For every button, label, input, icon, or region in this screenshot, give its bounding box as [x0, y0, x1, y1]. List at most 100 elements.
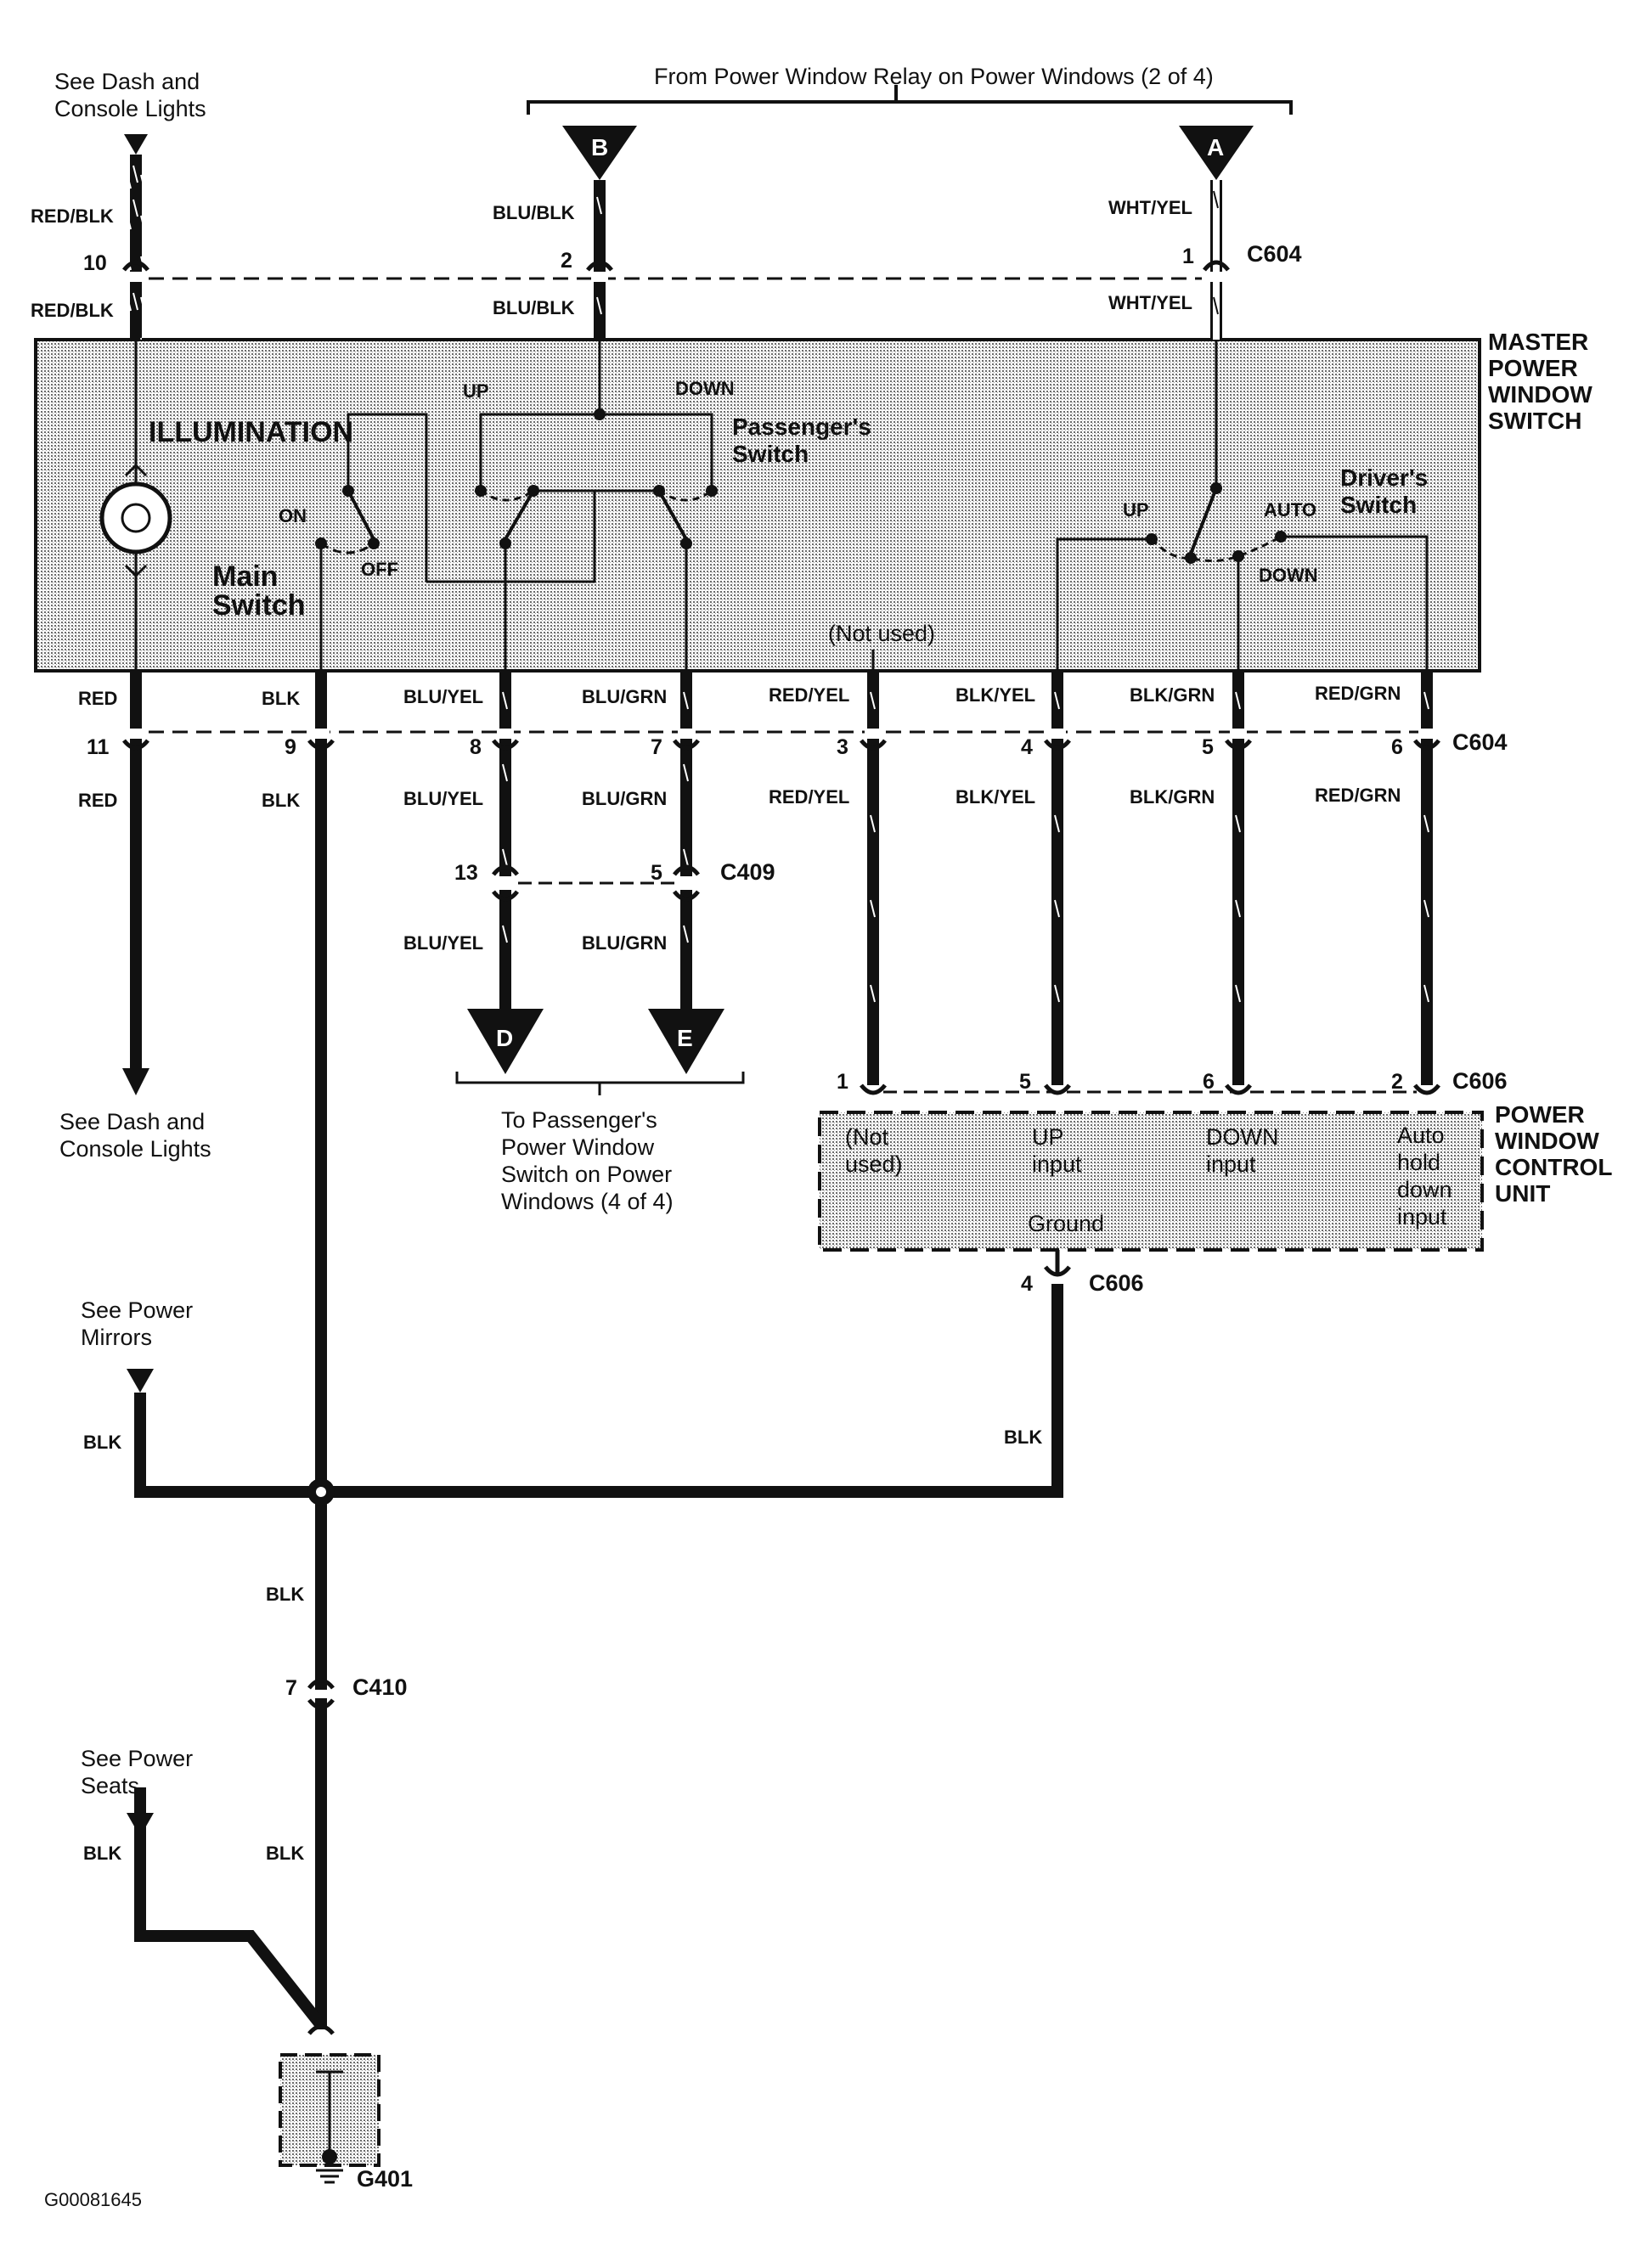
passenger-ref-label: To Passenger's Power Window Switch on Po… [501, 1107, 679, 1214]
cu-up-input: UP input [1032, 1124, 1082, 1177]
label-red-bot: RED [78, 790, 117, 811]
connector-c606-top: C606 [1452, 1068, 1508, 1094]
pin-9: 9 [285, 735, 296, 759]
label-blu-yel-b: BLU/YEL [403, 788, 483, 809]
passenger-bracket [455, 1072, 745, 1084]
main-switch-wire [347, 413, 428, 582]
label-blu-grn-a: BLU/GRN [582, 686, 667, 707]
c410-pin-7: 7 [285, 1676, 297, 1700]
master-switch-title: MASTER POWER WINDOW SWITCH [1488, 329, 1599, 434]
dash-lights-bottom-label: See Dash and Console Lights [59, 1109, 211, 1162]
ground-g401: G401 [357, 2166, 413, 2192]
label-blu-grn-c: BLU/GRN [582, 932, 667, 954]
label-blk-yel-a: BLK/YEL [955, 684, 1035, 706]
label-blk-grn-a: BLK/GRN [1130, 684, 1215, 706]
label-red-grn-b: RED/GRN [1315, 785, 1401, 806]
illumination-label: ILLUMINATION [149, 416, 353, 448]
dash-lights-top-arrow [124, 134, 148, 155]
terminal-b [562, 126, 637, 180]
pin-5-c409: 5 [651, 861, 662, 885]
pin-10: 10 [83, 251, 107, 275]
label-blk-grn-b: BLK/GRN [1130, 786, 1215, 808]
mirrors-arrow [127, 1369, 154, 1393]
connector-c604-bottom: C604 [1452, 729, 1508, 755]
terminal-a [1179, 126, 1254, 180]
off-label: OFF [361, 559, 398, 580]
driver-switch-wiring [1056, 537, 1152, 671]
lower-wires [130, 671, 1433, 2029]
label-red-blk-top: RED/BLK [31, 205, 114, 227]
connector-c409: C409 [720, 859, 775, 885]
dash-lights-top-label: See Dash and Console Lights [54, 69, 206, 121]
label-red-yel-a: RED/YEL [769, 684, 849, 706]
label-blu-blk-top: BLU/BLK [493, 202, 575, 223]
passenger-switch-label: Passenger's Switch [732, 414, 878, 467]
label-blk-mirrors: BLK [83, 1432, 121, 1453]
pin-7: 7 [651, 735, 662, 759]
pin-11: 11 [87, 735, 110, 759]
pin-2: 2 [561, 249, 572, 273]
figure-id: G00081645 [44, 2189, 142, 2210]
up-label: UP [463, 380, 489, 402]
pin-8: 8 [470, 735, 482, 759]
cu-down-input: DOWN input [1206, 1124, 1285, 1177]
label-blk-main: BLK [266, 1584, 304, 1605]
ground-icon [316, 2169, 343, 2184]
pin-13: 13 [454, 861, 478, 885]
c604-top-caps [122, 260, 1230, 272]
on-label: ON [279, 505, 307, 526]
label-blu-yel-a: BLU/YEL [403, 686, 483, 707]
drv-down-label: DOWN [1259, 565, 1318, 586]
relay-bracket [527, 100, 1293, 115]
terminal-a-label: A [1207, 134, 1224, 160]
down-label: DOWN [675, 378, 735, 399]
main-switch-label: Main Switch [212, 560, 306, 622]
label-red-yel-b: RED/YEL [769, 786, 849, 808]
wire-ticks-top [132, 165, 602, 315]
seats-label: See Power Seats [81, 1746, 200, 1798]
cu-pin-4: 4 [1021, 1272, 1033, 1296]
pin-4: 4 [1021, 735, 1033, 759]
label-blk-seats: BLK [83, 1843, 121, 1864]
label-blk-bot: BLK [262, 790, 300, 811]
label-blk-cu: BLK [1004, 1427, 1042, 1448]
label-blk-top: BLK [262, 688, 300, 709]
label-blu-blk-bot: BLU/BLK [493, 297, 575, 318]
passenger-switch-frame [479, 413, 713, 488]
not-used-label: (Not used) [828, 621, 935, 646]
terminal-e-label: E [677, 1025, 693, 1051]
pin-1: 1 [1182, 245, 1194, 268]
pin-6: 6 [1391, 735, 1403, 759]
dash-lights-bottom-arrow [122, 1068, 149, 1095]
terminal-d [467, 1009, 544, 1074]
relay-label: From Power Window Relay on Power Windows… [654, 64, 1214, 89]
cu-not-used: (Not used) [845, 1124, 903, 1177]
label-wht-yel-bot: WHT/YEL [1108, 292, 1192, 313]
label-blu-yel-c: BLU/YEL [403, 932, 483, 954]
label-blk-ground: BLK [266, 1843, 304, 1864]
drv-auto-label: AUTO [1264, 499, 1316, 521]
mirrors-label: See Power Mirrors [81, 1297, 200, 1350]
connector-c604-top: C604 [1247, 241, 1302, 267]
control-unit-title: POWER WINDOW CONTROL UNIT [1495, 1101, 1619, 1207]
label-blk-yel-b: BLK/YEL [955, 786, 1035, 808]
cu-pin-1: 1 [837, 1070, 848, 1094]
label-red-top: RED [78, 688, 117, 709]
pin-5: 5 [1202, 735, 1214, 759]
terminal-e [648, 1009, 724, 1074]
cu-pin-2: 2 [1391, 1070, 1403, 1094]
label-wht-yel-top: WHT/YEL [1108, 197, 1192, 218]
driver-switch-label: Driver's Switch [1340, 464, 1435, 518]
cu-auto-input: Auto hold down input [1397, 1123, 1458, 1230]
connector-c410: C410 [352, 1674, 408, 1700]
pin-3: 3 [837, 735, 848, 759]
control-unit-box [818, 1111, 1484, 1252]
terminal-d-label: D [496, 1025, 513, 1051]
cu-ground: Ground [1028, 1211, 1104, 1236]
lamp-icon [99, 481, 172, 554]
seats-arrow [127, 1813, 154, 1837]
label-blu-grn-b: BLU/GRN [582, 788, 667, 809]
label-red-grn-a: RED/GRN [1315, 683, 1401, 704]
cu-pin-6: 6 [1203, 1070, 1215, 1094]
